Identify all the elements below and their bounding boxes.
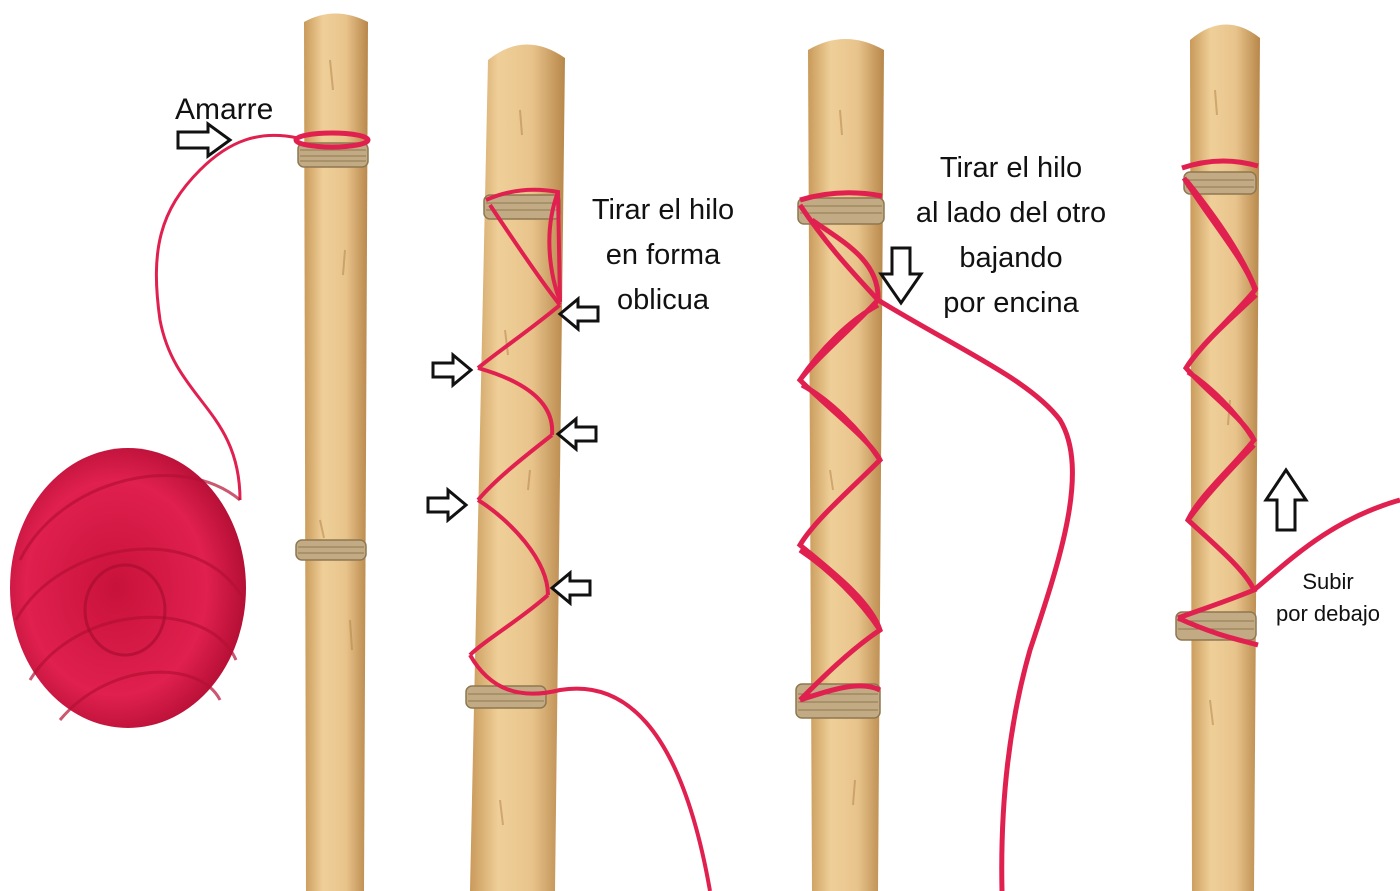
stick-4 [1190,24,1260,891]
yarn-strand-1 [156,135,298,500]
step-3-label: Tirar el hilo al lado del otro bajando p… [896,146,1126,326]
step-1-label: Amarre [175,90,273,130]
right-arrow-icon [428,490,466,520]
twine-binding-1b [296,540,366,560]
step-4-label: Subir por debajo [1258,566,1398,630]
up-arrow-icon [1266,470,1306,530]
yarn-ball [10,448,246,728]
right-arrow-icon [433,355,471,385]
step-2-label: Tirar el hilo en forma oblicua [578,188,748,323]
left-arrow-icon [558,419,596,449]
stick-2 [470,44,565,891]
